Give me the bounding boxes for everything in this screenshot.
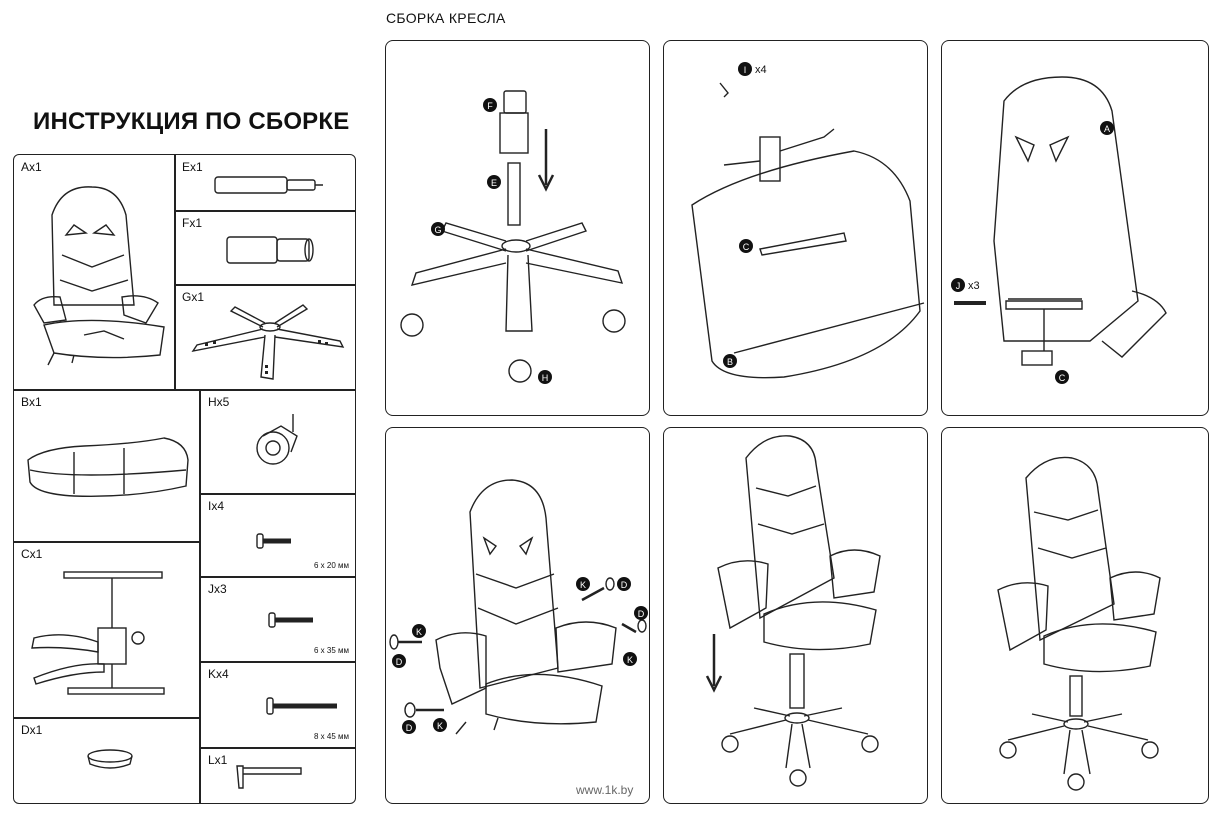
section-title: СБОРКА КРЕСЛА	[386, 10, 506, 26]
step-3-panel: A J x3 C	[941, 40, 1209, 416]
step-3-marker-a: A	[1104, 124, 1110, 134]
step-2-marker-c: C	[743, 242, 750, 252]
part-f-cell: Fx1	[175, 211, 355, 284]
step-4-marker-d-far: D	[638, 609, 645, 619]
step-4-marker-k-bottom: K	[437, 721, 443, 731]
step-6-illustration	[997, 456, 1161, 791]
part-i-cell: Ix4 6 x 20 мм	[201, 494, 355, 576]
part-k-label: Kx4	[208, 667, 229, 681]
part-j-size: 6 x 35 мм	[313, 646, 349, 655]
step-1-marker-g: G	[434, 225, 441, 235]
watermark-text: www.1k.by	[576, 783, 634, 797]
part-b-label: Bx1	[21, 395, 42, 409]
step-5-illustration	[705, 435, 881, 787]
part-k-size: 8 x 45 мм	[313, 732, 349, 741]
step-4-marker-k-far: K	[627, 655, 633, 665]
step-5-panel	[663, 427, 928, 804]
step-1-marker-e: E	[491, 178, 497, 188]
part-a-label: Ax1	[21, 160, 42, 174]
step-3-qty-j: x3	[968, 280, 980, 292]
part-d-illustration	[87, 749, 133, 769]
step-2-marker-b: B	[727, 357, 733, 367]
step-4-marker-d-right: D	[621, 580, 628, 590]
step-1-marker-f: F	[487, 101, 493, 111]
step-2-illustration: I x4 C B	[691, 62, 925, 379]
part-c-cell: Cx1	[14, 542, 199, 717]
step-2-qty-i: x4	[755, 64, 767, 76]
part-i-illustration	[256, 533, 291, 549]
part-l-label: Lx1	[208, 753, 228, 767]
part-l-illustration	[236, 765, 302, 789]
part-j-label: Jx3	[208, 582, 227, 596]
part-e-illustration	[214, 176, 323, 194]
part-a-illustration	[33, 186, 165, 366]
step-2-panel: I x4 C B	[663, 40, 928, 416]
step-1-illustration: F E G H	[400, 90, 626, 384]
step-4-panel: K D D K K D D K	[385, 427, 650, 804]
step-1-marker-h: H	[542, 373, 549, 383]
parts-list: Ax1 Ex1 Fx1	[13, 154, 356, 804]
part-h-cell: Hx5	[201, 390, 355, 493]
part-e-label: Ex1	[182, 160, 203, 174]
part-f-illustration	[226, 236, 314, 264]
part-b-illustration	[27, 437, 189, 497]
part-l-cell: Lx1	[201, 748, 355, 803]
part-b-cell: Bx1	[14, 390, 199, 541]
step-1-panel: F E G H	[385, 40, 650, 416]
page-title: ИНСТРУКЦИЯ ПО СБОРКЕ	[33, 108, 350, 135]
step-3-marker-c: C	[1059, 373, 1066, 383]
part-c-illustration	[31, 571, 165, 695]
step-4-marker-d-bottom: D	[406, 723, 413, 733]
part-h-illustration	[256, 414, 298, 465]
part-i-label: Ix4	[208, 499, 225, 513]
part-f-label: Fx1	[182, 216, 203, 230]
part-g-label: Gx1	[182, 290, 205, 304]
step-4-marker-k-left: K	[416, 627, 422, 637]
part-j-cell: Jx3 6 x 35 мм	[201, 577, 355, 661]
part-a-cell: Ax1	[14, 155, 174, 389]
part-h-label: Hx5	[208, 395, 230, 409]
part-e-cell: Ex1	[175, 155, 355, 210]
step-4-illustration: K D D K K D D K	[389, 479, 648, 735]
part-i-size: 6 x 20 мм	[313, 561, 349, 570]
part-j-illustration	[268, 612, 313, 628]
step-2-marker-i: I	[744, 65, 747, 75]
part-k-cell: Kx4 8 x 45 мм	[201, 662, 355, 747]
step-3-marker-j: J	[956, 281, 961, 291]
part-g-illustration	[191, 304, 345, 380]
step-6-panel	[941, 427, 1209, 804]
part-k-illustration	[266, 697, 337, 715]
part-g-cell: Gx1	[175, 285, 355, 389]
step-4-marker-k-right: K	[580, 580, 586, 590]
step-4-marker-d-left: D	[396, 657, 403, 667]
part-d-label: Dx1	[21, 723, 43, 737]
part-d-cell: Dx1	[14, 718, 199, 803]
step-3-illustration: A J x3 C	[951, 76, 1167, 384]
part-c-label: Cx1	[21, 547, 43, 561]
